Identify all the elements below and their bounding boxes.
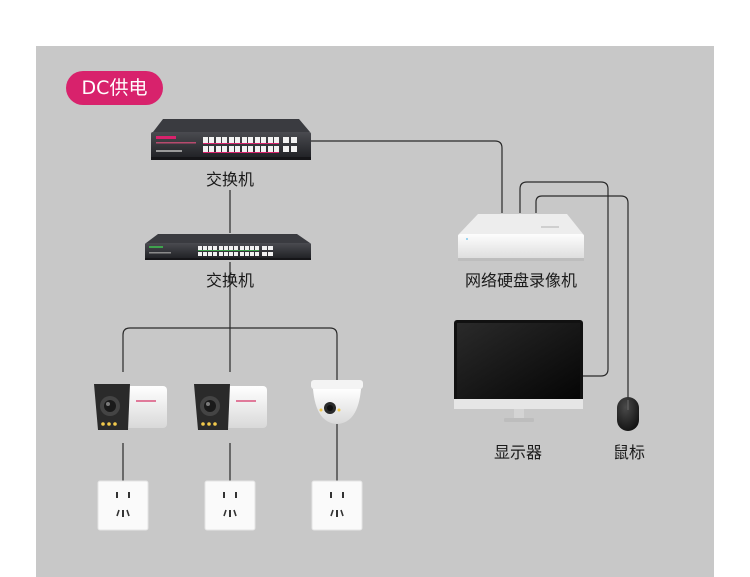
link-nvr-mouse — [535, 195, 629, 398]
link-switch-cameras — [122, 262, 338, 382]
nvr-label: 网络硬盘录像机 — [464, 271, 578, 290]
link-nvr-monitor — [519, 181, 609, 377]
monitor-icon — [454, 320, 583, 422]
power-outlet-icon — [311, 480, 363, 531]
bullet-camera-icon — [194, 384, 267, 430]
diagram-background — [36, 46, 714, 577]
switch-icon — [145, 234, 311, 260]
mouse-label: 鼠标 — [612, 443, 646, 462]
switch-label-top: 交换机 — [205, 170, 255, 189]
nvr-icon — [458, 214, 584, 261]
monitor-label: 显示器 — [493, 443, 543, 462]
power-outlet-icon — [97, 480, 149, 531]
mouse-icon — [617, 397, 639, 431]
switch-label-middle: 交换机 — [205, 271, 255, 290]
power-outlet-icon — [204, 480, 256, 531]
dc-power-badge: DC供电 — [66, 71, 163, 105]
connection-lines — [122, 140, 629, 481]
dome-camera-icon — [311, 380, 363, 424]
link-switch-nvr — [308, 140, 503, 213]
bullet-camera-icon — [94, 384, 167, 430]
switch-icon — [151, 119, 311, 160]
